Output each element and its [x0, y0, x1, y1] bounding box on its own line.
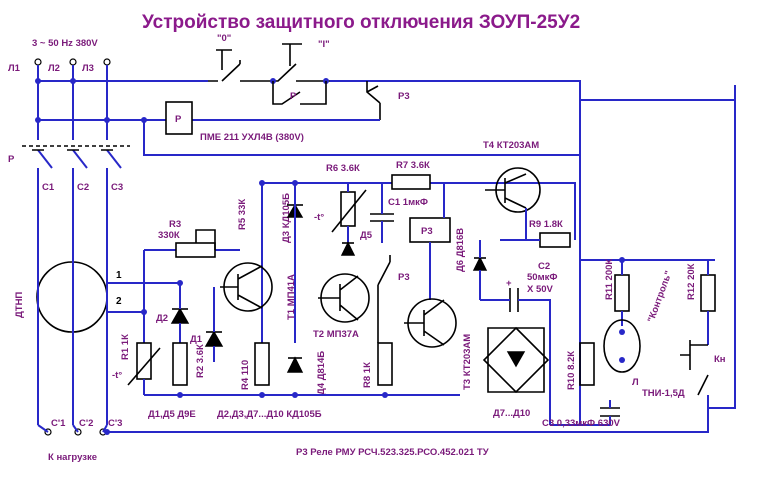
terminal-1-label: 1: [116, 270, 122, 281]
c1-label: С1 1мкФ: [388, 197, 428, 208]
t2-label: Т2 МП37А: [313, 329, 359, 340]
r12-label: R12 20К: [686, 263, 697, 300]
temp-label-2: -t°: [112, 370, 122, 381]
c2-plus: +: [506, 278, 512, 289]
diode-d4: [286, 356, 304, 373]
t1-label: Т1 МП41А: [286, 274, 297, 320]
kontrol-label: "Контроль": [646, 269, 675, 324]
c2-label-3: Х 50V: [527, 284, 554, 295]
p-self-hold-contact: [272, 81, 301, 105]
terminal-l3: [103, 58, 111, 66]
lamp-label: Л: [632, 377, 639, 388]
t4-label: Т4 КТ203АМ: [483, 140, 539, 151]
resistor-r12: [700, 274, 716, 312]
c2-label-1: С2: [538, 261, 550, 272]
resistor-r2: [172, 342, 188, 386]
tni-label: ТНИ-1,5Д: [642, 388, 685, 399]
r3-label-1: R3: [169, 219, 181, 230]
pme-label: ПМЕ 211 УХЛ4В (380V): [200, 132, 304, 143]
button-on: [266, 43, 330, 82]
resistor-r8: [377, 342, 393, 386]
contactor-label: Р: [8, 154, 15, 165]
dtnp-label: ДТНП: [14, 292, 25, 318]
p3-contact2-label: Р3: [398, 272, 410, 283]
out-label-c2: С'2: [79, 418, 93, 429]
note-diodes-1: Д1,Д5 Д9Е: [148, 409, 196, 420]
d3-label: Д3 КД105Б: [281, 193, 292, 243]
resistor-r6: [340, 191, 356, 227]
resistor-r10: [579, 342, 595, 386]
resistor-r3: [175, 242, 216, 258]
r6-label: R6 3.6К: [326, 163, 360, 174]
relay-coil-label: Р: [175, 114, 182, 125]
bridge-label: Д7...Д10: [493, 408, 530, 419]
p-contact-label: Р: [290, 91, 297, 102]
diagram-title: Устройство защитного отключения ЗОУП-25У…: [142, 12, 580, 33]
d5-label: Д5: [360, 230, 373, 241]
p3-relay-note: Р3 Реле РМУ РСЧ.523.325.РСО.452.021 ТУ: [296, 447, 489, 458]
neon-lamp: [603, 319, 641, 373]
resistor-r4: [254, 342, 270, 386]
button-on-label: "I": [318, 39, 330, 50]
diode-d6: [472, 256, 488, 271]
terminal-l1: [34, 58, 42, 66]
note-diodes-2: Д2,Д3,Д7...Д10 КД105Б: [217, 409, 322, 420]
terminal-2-label: 2: [116, 296, 122, 307]
r10-label: R10 8.2К: [566, 351, 577, 390]
electronic-board: Т4 КТ203АМ R7 3.6К R6 3.6К R9 1.8К R5 33…: [107, 85, 736, 458]
r2-label: R2 3.6К: [195, 344, 206, 378]
r8-label: R8 1К: [362, 362, 373, 388]
load-label: К нагрузке: [48, 452, 97, 463]
button-off: [208, 49, 241, 82]
d4-label: Д4 Д814Б: [316, 351, 327, 395]
diode-d2: [170, 307, 190, 324]
supply-label: 3 ~ 50 Hz 380V: [32, 38, 98, 49]
line-label-l2: Л2: [48, 63, 60, 74]
out-label-c1: С'1: [51, 418, 66, 429]
relay-p-coil: [165, 101, 193, 135]
d1-label: Д1: [190, 334, 203, 345]
r1-label: R1 1К: [120, 334, 131, 360]
diode-d1: [204, 330, 224, 347]
contact-label-c2: С2: [77, 182, 89, 193]
resistor-r9: [539, 232, 571, 248]
resistor-r11: [614, 274, 630, 312]
r4-label: R4 110: [240, 360, 251, 390]
line-label-l3: Л3: [82, 63, 94, 74]
test-button[interactable]: [680, 340, 709, 396]
d2-label: Д2: [156, 313, 168, 324]
r5-label: R5 33К: [237, 199, 248, 230]
p3-contact-label: Р3: [398, 91, 410, 102]
control-circuit: "0" "I" Р Р3 Р ПМЕ 211 УХЛ4В (380V): [38, 33, 581, 425]
c2-label-2: 50мкФ: [527, 272, 557, 283]
p3-contact-2: [377, 255, 391, 343]
r11-label: R11 200К: [604, 259, 615, 300]
r9-label: R9 1.8К: [529, 219, 563, 230]
diode-d5: [340, 241, 356, 256]
p3-contact: [366, 81, 381, 120]
c3-label: С3 0,33мкФ 630V: [542, 418, 621, 429]
button-off-label: "0": [217, 33, 231, 44]
temp-label-1: -t°: [314, 212, 324, 223]
p3-box-label: Р3: [421, 226, 433, 237]
r7-label: R7 3.6К: [396, 160, 430, 171]
out-label-c3: С'3: [108, 418, 122, 429]
line-label-l1: Л1: [8, 63, 21, 74]
resistor-r7: [391, 174, 431, 190]
d6-label: Д6 Д816В: [455, 228, 466, 272]
contact-label-c1: С1: [42, 182, 55, 193]
supply-lines: 3 ~ 50 Hz 380V Л1 Л2 Л3 Р С1 С2 С3 ДТНП: [8, 38, 130, 463]
t3-label: Т3 КТ203АМ: [462, 334, 473, 390]
contact-label-c3: С3: [111, 182, 123, 193]
kn-label: Кн: [714, 354, 726, 365]
terminal-l2: [69, 58, 77, 66]
r3-label-2: 330К: [158, 230, 180, 241]
